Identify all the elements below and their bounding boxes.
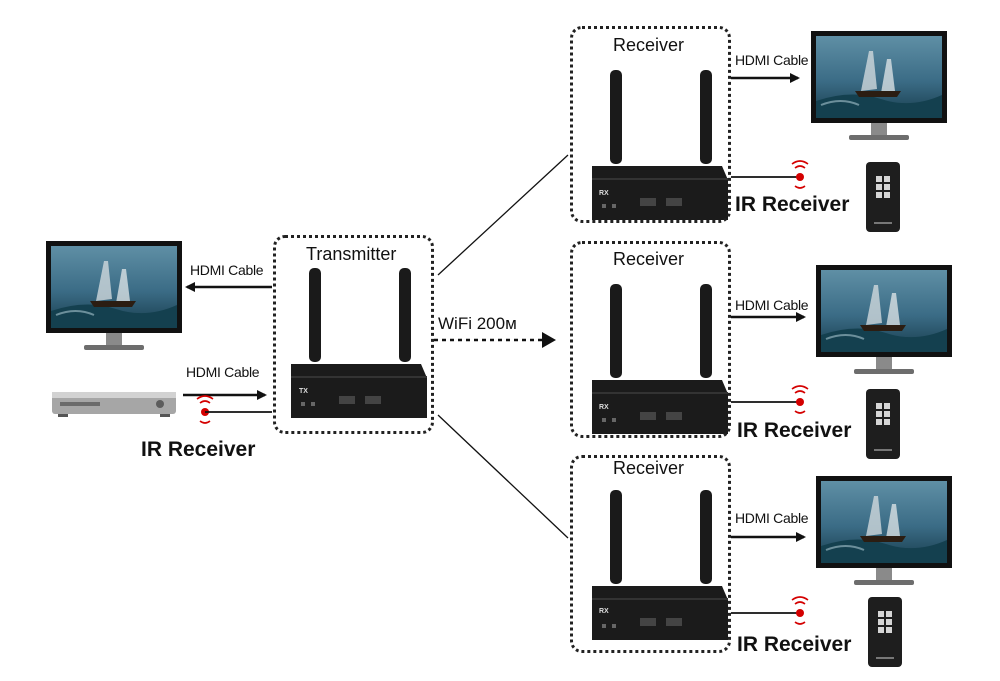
hdmi-cable-out-label: HDMI Cable	[190, 262, 264, 278]
ir-receiver-label-1: IR Receiver	[735, 193, 850, 216]
receiver-box-1	[570, 26, 731, 223]
link-line-bottom	[437, 414, 569, 539]
hdmi-cable-label-2: HDMI Cable	[735, 297, 809, 313]
ir-signal-icon	[791, 596, 809, 625]
ir-receiver-label-3: IR Receiver	[737, 633, 852, 656]
monitor-icon	[815, 475, 953, 586]
ir-signal-icon	[791, 160, 809, 189]
receiver-group-3	[592, 475, 953, 667]
receiver-title-3: Receiver	[613, 458, 685, 478]
dvd-player-icon	[52, 392, 176, 417]
transmitter-title: Transmitter	[306, 244, 397, 264]
receiver-box-3	[570, 455, 731, 653]
transmitter-group	[45, 240, 427, 424]
receiver-group-1	[592, 30, 948, 232]
receiver-title-2: Receiver	[613, 249, 685, 269]
wifi-label: WiFi 200м	[438, 314, 517, 333]
link-line-top	[437, 154, 569, 276]
remote-control-icon	[866, 389, 900, 459]
receiver-box-2	[570, 241, 731, 438]
receiver-device-label-1: RX	[599, 190, 609, 197]
remote-control-icon	[866, 162, 900, 232]
receiver-device-label-3: RX	[599, 608, 609, 615]
hdmi-cable-label-3: HDMI Cable	[735, 510, 809, 526]
ir-receiver-label-2: IR Receiver	[737, 419, 852, 442]
transmitter-box	[273, 235, 434, 434]
ir-receiver-label: IR Receiver	[141, 438, 256, 461]
receiver-group-2	[592, 264, 953, 459]
monitor-icon	[45, 240, 183, 351]
ir-signal-icon	[196, 395, 214, 424]
receiver-device-label-2: RX	[599, 404, 609, 411]
hdmi-cable-label-1: HDMI Cable	[735, 52, 809, 68]
remote-control-icon	[868, 597, 902, 667]
transmitter-device-label: TX	[299, 388, 308, 395]
wifi-arrow-head	[542, 332, 556, 348]
monitor-icon	[810, 30, 948, 141]
monitor-icon	[815, 264, 953, 375]
ir-signal-icon	[791, 385, 809, 414]
receiver-title-1: Receiver	[613, 35, 685, 55]
hdmi-cable-in-label: HDMI Cable	[186, 364, 260, 380]
